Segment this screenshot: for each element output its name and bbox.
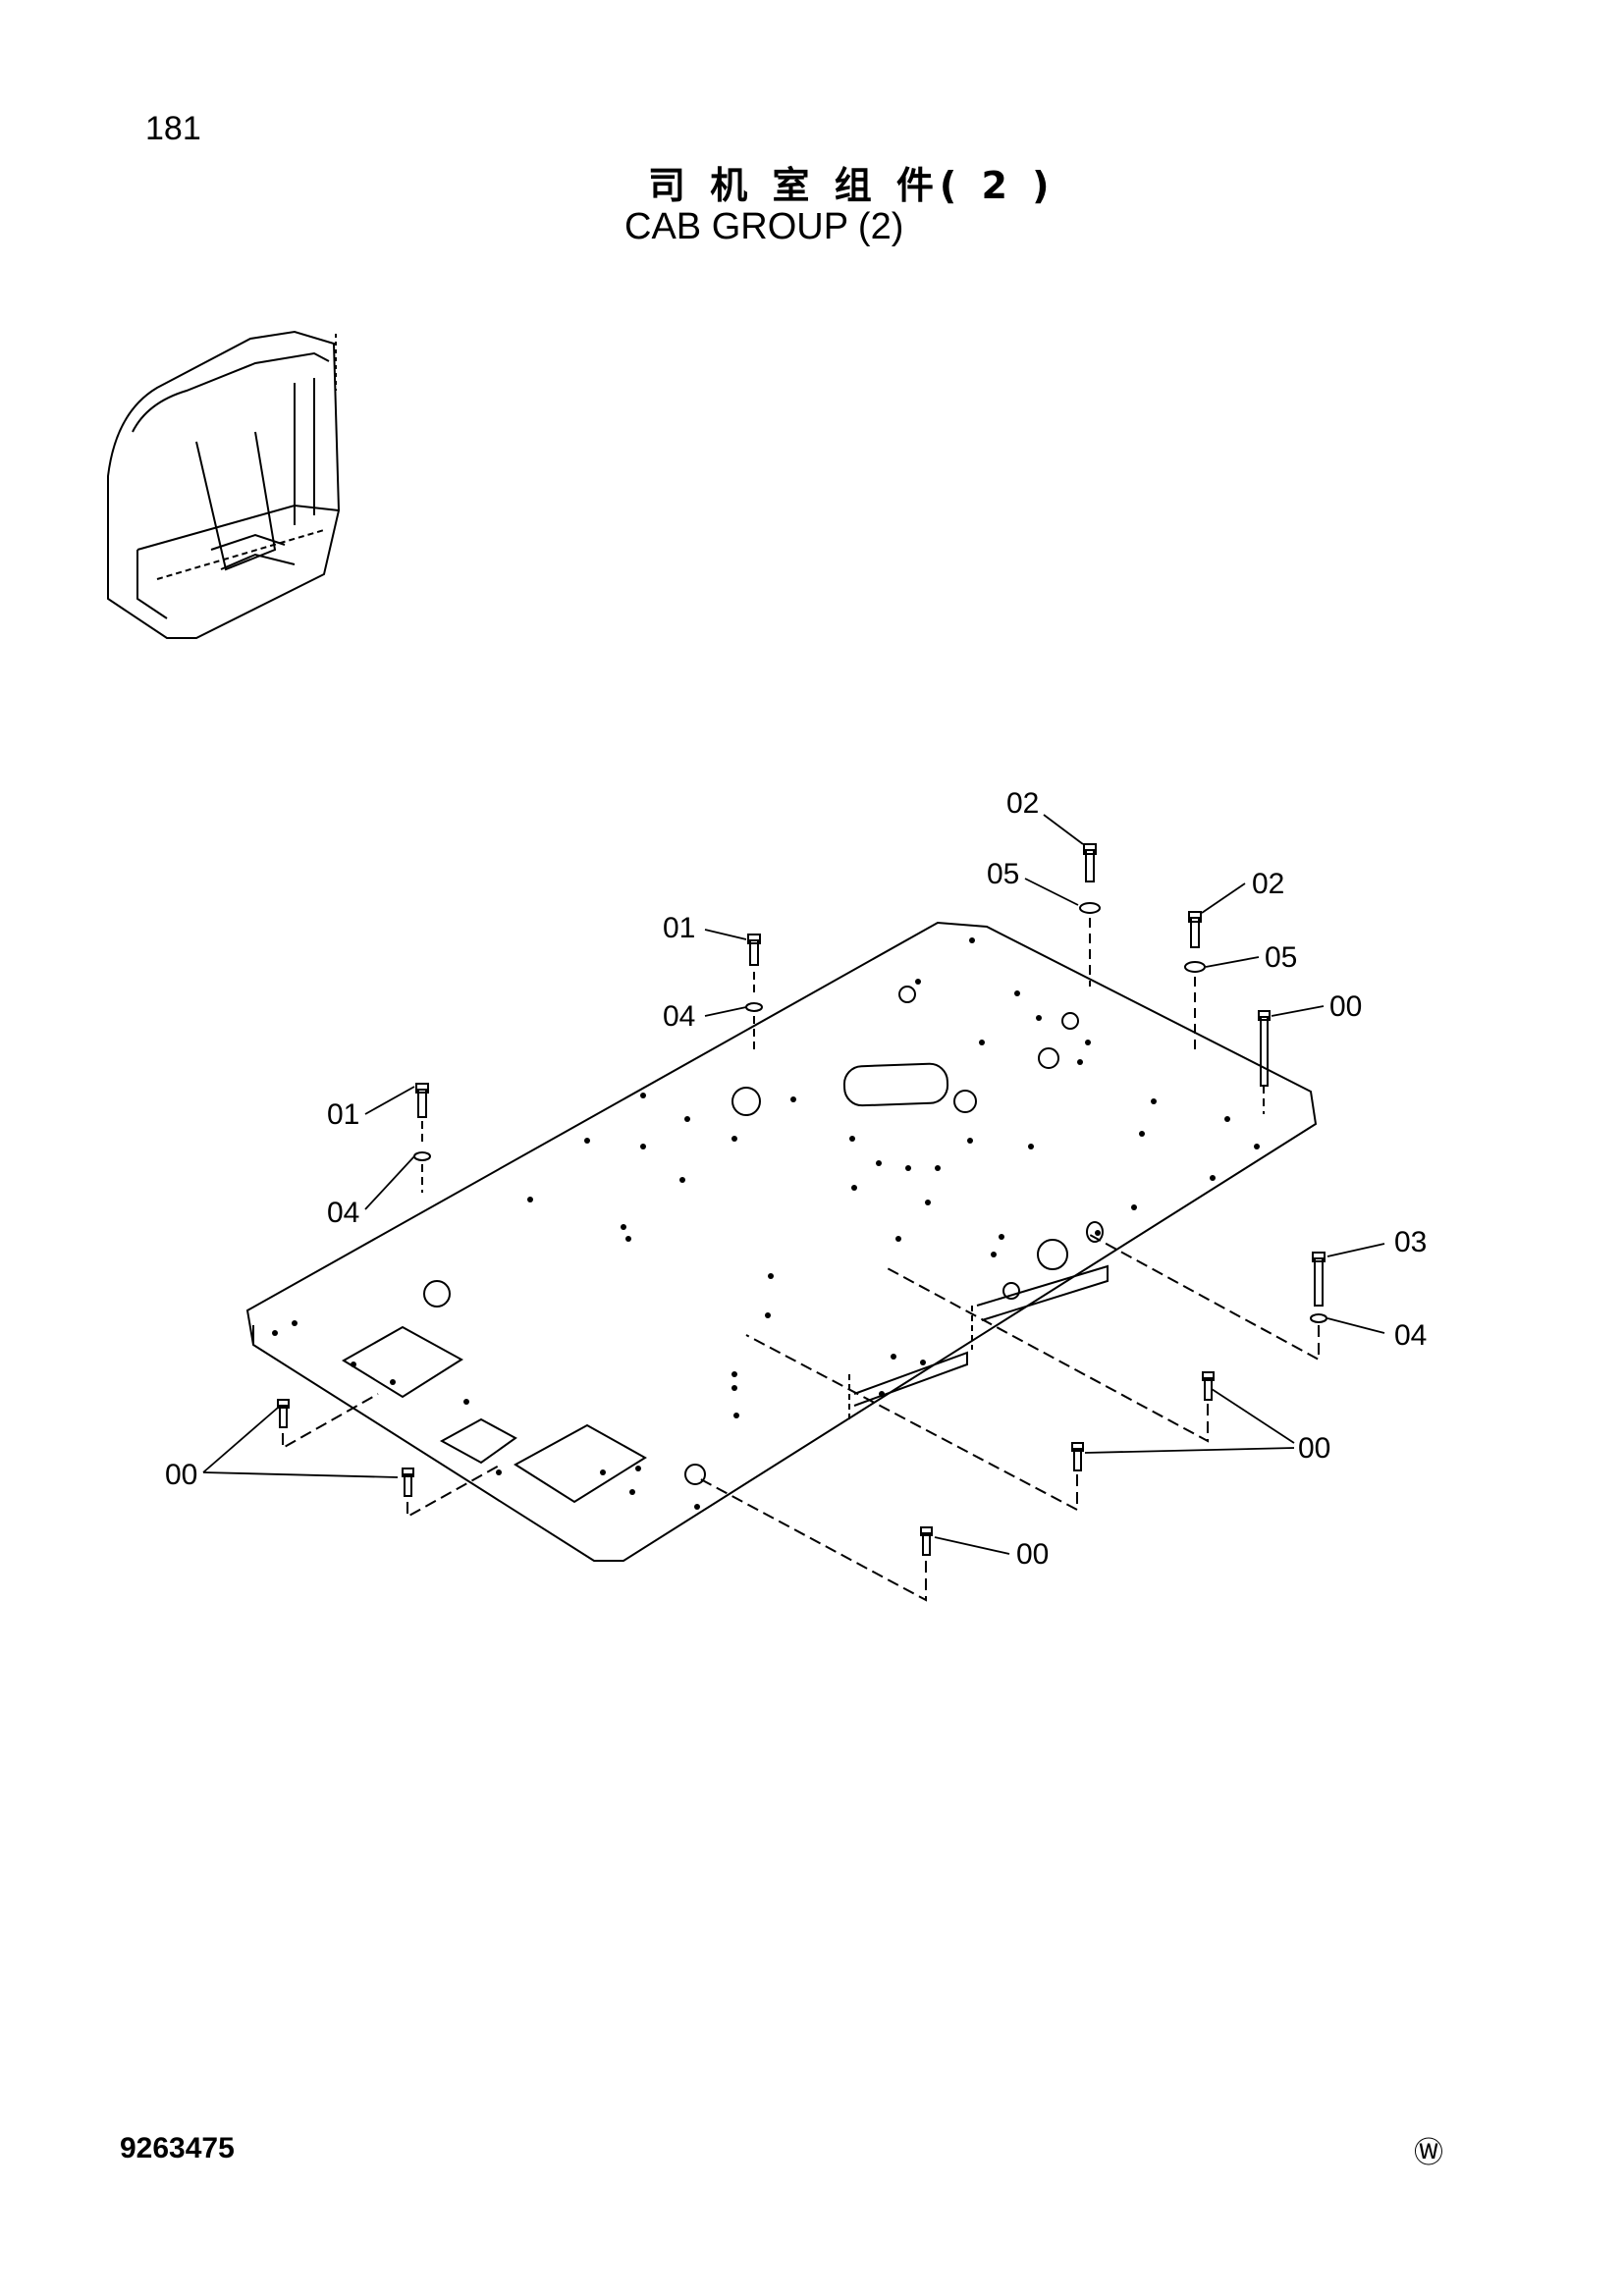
cab-overview-illustration: [107, 330, 341, 639]
floor-plate: [245, 921, 1318, 1562]
callout-label: 04: [1394, 1319, 1427, 1352]
callout-labels: 02 05 02 05 01 04 00 01 04 03 04 00 00 0…: [165, 787, 1427, 1571]
callout-label: 01: [327, 1098, 359, 1131]
callout-label: 04: [327, 1197, 359, 1229]
title-chinese: 司 机 室 组 件( 2 ): [648, 164, 1056, 207]
callout-label: 00: [1298, 1432, 1330, 1465]
callout-label: 05: [987, 858, 1019, 890]
leader-lines: [202, 814, 1385, 1555]
callout-label: 04: [663, 1000, 695, 1033]
fasteners: [277, 843, 1327, 1602]
callout-label: 02: [1252, 868, 1284, 900]
callout-label: 01: [663, 912, 695, 944]
callout-label: 00: [165, 1459, 197, 1491]
callout-label: 00: [1016, 1538, 1049, 1571]
callout-label: 00: [1329, 990, 1362, 1023]
plate-holes: [272, 937, 1260, 1510]
document-number: 9263475: [120, 2132, 235, 2164]
title-english: CAB GROUP (2): [624, 206, 904, 247]
callout-label: 03: [1394, 1226, 1427, 1258]
w-mark-icon: Ⓦ: [1414, 2136, 1443, 2170]
callout-label: 02: [1006, 787, 1039, 820]
callout-label: 05: [1265, 941, 1297, 974]
page-number: 181: [145, 110, 201, 147]
